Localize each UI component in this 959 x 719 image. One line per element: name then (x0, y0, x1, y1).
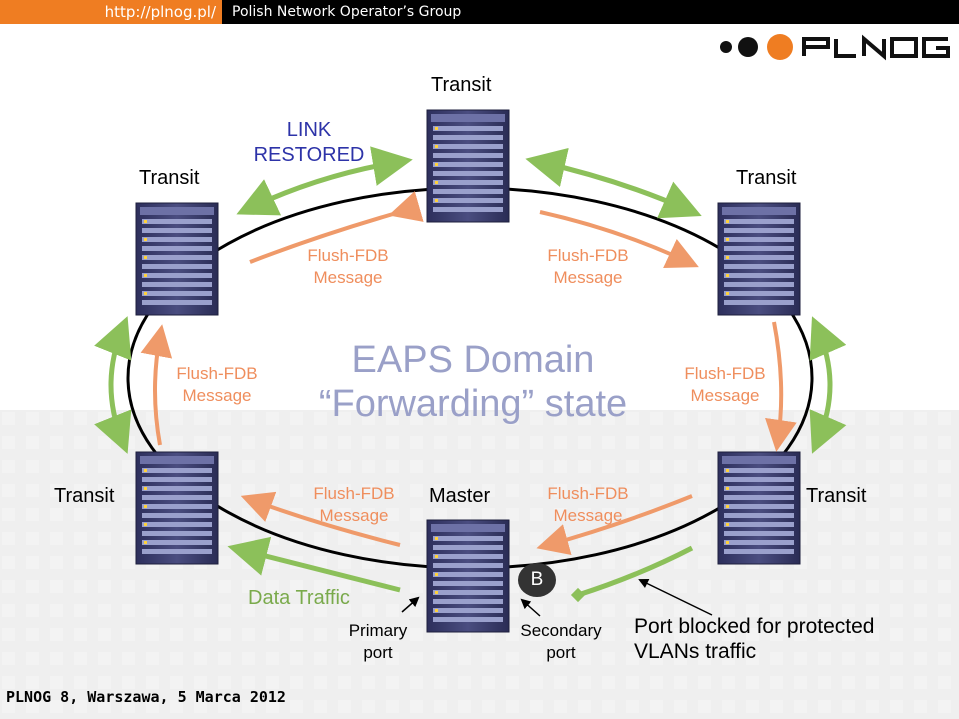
node-label-top: Transit (431, 74, 492, 96)
secondary-port-line2: port (546, 643, 576, 662)
node-label-left: Transit (54, 485, 115, 507)
flush-line1: Flush-FDB (547, 484, 629, 503)
orange-arrow-right (765, 321, 797, 452)
green-endpoint (570, 587, 586, 603)
green-arrow-right (809, 316, 847, 454)
flush-line2: Message (553, 268, 623, 287)
flush-line1: Flush-FDB (684, 364, 766, 383)
node-label-right: Transit (806, 485, 867, 507)
flush-line1: Flush-FDB (547, 246, 629, 265)
blocked-port-pointer (638, 579, 713, 616)
green-arrow-data-traffic (227, 536, 401, 593)
switch-top (426, 109, 510, 223)
switch-top-right (717, 202, 801, 316)
flush-message-left: Flush-FDB Message (165, 363, 269, 407)
secondary-port-line1: Secondary (520, 621, 602, 640)
domain-line2: “Forwarding” state (318, 383, 628, 425)
top-bar: http://plnog.pl/ Polish Network Operator… (0, 0, 959, 24)
green-arrow-top-left (236, 146, 413, 216)
primary-port-line2: port (363, 643, 393, 662)
switch-top-left (135, 202, 219, 316)
green-arrow-left (94, 316, 132, 454)
flush-line2: Message (553, 506, 623, 525)
switch-master (426, 519, 510, 633)
switch-left (135, 451, 219, 565)
plnog-logo (720, 34, 950, 61)
orange-arrow-top-left (249, 191, 424, 264)
flush-message-bottom-right: Flush-FDB Message (536, 483, 640, 527)
secondary-port-label: Secondary port (510, 620, 612, 664)
orange-arrow-left (140, 324, 173, 446)
flush-line1: Flush-FDB (313, 484, 395, 503)
primary-port-line1: Primary (348, 621, 408, 640)
orange-arrow-bottom-right (536, 494, 693, 556)
flush-line2: Message (319, 506, 389, 525)
link-restored-line2: RESTORED (253, 144, 365, 166)
group-name: Polish Network Operator’s Group (232, 4, 462, 20)
node-label-top-right: Transit (736, 167, 797, 189)
flush-line2: Message (313, 268, 383, 287)
node-label-top-left: Transit (139, 167, 200, 189)
green-arrow-bottom-right (577, 545, 694, 598)
switch-right (717, 451, 801, 565)
blocked-note-line1: Port blocked for protected (634, 615, 875, 638)
flush-line2: Message (182, 386, 252, 405)
primary-port-label: Primary port (340, 620, 416, 664)
secondary-port-pointer (520, 598, 541, 617)
flush-message-top-left: Flush-FDB Message (296, 245, 400, 289)
link-restored-line1: LINK (286, 119, 332, 141)
blocked-port-badge: B (518, 563, 556, 597)
flush-message-top-right: Flush-FDB Message (536, 245, 640, 289)
blocked-port-note: Port blocked for protected VLANs traffic (634, 614, 874, 664)
orange-arrow-top-right (539, 210, 699, 268)
blocked-note-line2: VLANs traffic (634, 640, 757, 663)
flush-message-bottom-left: Flush-FDB Message (302, 483, 406, 527)
link-restored-label: LINK RESTORED (248, 118, 370, 168)
flush-message-right: Flush-FDB Message (673, 363, 777, 407)
site-url[interactable]: http://plnog.pl/ (0, 0, 222, 24)
node-label-master: Master (429, 485, 491, 507)
flush-line1: Flush-FDB (307, 246, 389, 265)
footer-text: PLNOG 8, Warszawa, 5 Marca 2012 (6, 688, 286, 706)
green-arrow-top-right (525, 147, 702, 219)
domain-title: EAPS Domain “Forwarding” state (300, 338, 646, 426)
flush-line2: Message (690, 386, 760, 405)
primary-port-pointer (401, 596, 420, 613)
orange-arrow-bottom-left (240, 491, 401, 547)
flush-line1: Flush-FDB (176, 364, 258, 383)
data-traffic-label: Data Traffic (248, 587, 350, 609)
domain-line1: EAPS Domain (351, 339, 595, 381)
